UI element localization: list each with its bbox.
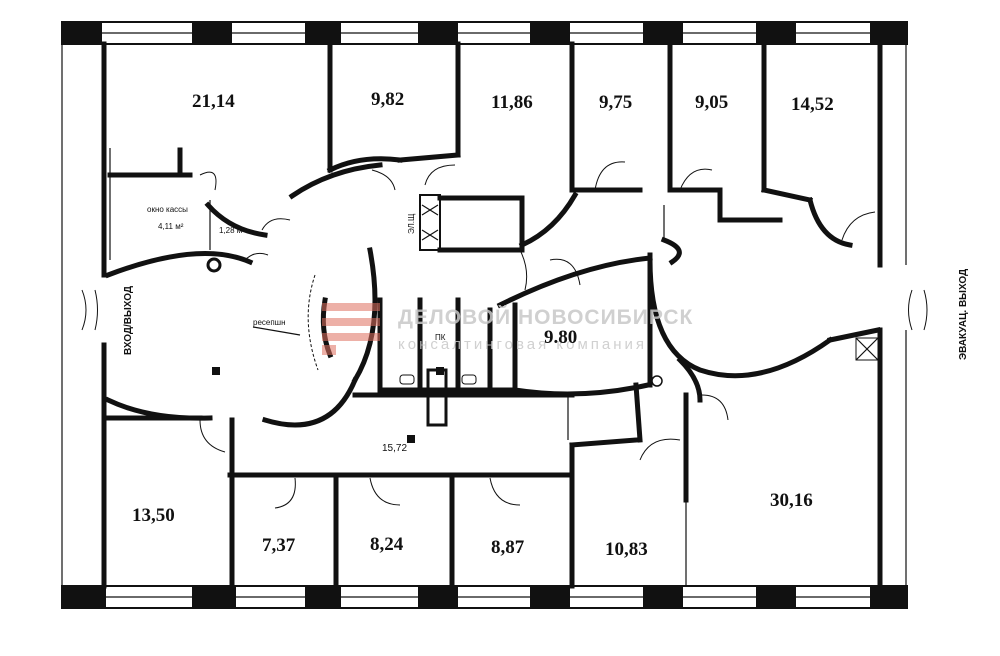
room-area-8: 15,72: [382, 443, 407, 454]
annotations: окно кассы 4,11 м² 1,28 м² ресепшн ПК ЭЛ…: [123, 205, 969, 360]
room-area-7: 9.80: [544, 327, 577, 348]
watermark-line1: ДЕЛОВОЙ НОВОСИБИРСК: [398, 305, 693, 329]
room-area-11: 8,24: [370, 534, 404, 555]
room-area-5: 9,05: [695, 92, 728, 113]
room-area-9: 13,50: [132, 505, 175, 526]
watermark: ДЕЛОВОЙ НОВОСИБИРСК консалтинговая компа…: [322, 303, 693, 355]
pk-label: ПК: [435, 333, 446, 342]
room-area-13: 10,83: [605, 539, 648, 560]
room-area-10: 7,37: [262, 535, 296, 556]
room-area-4: 9,75: [599, 92, 632, 113]
room-area-1: 21,14: [192, 91, 235, 112]
cash-window-label: окно кассы: [147, 205, 188, 214]
room-area-14: 30,16: [770, 490, 813, 511]
watermark-line2: консалтинговая компания: [398, 336, 647, 353]
room-area-2: 9,82: [371, 89, 404, 110]
fixtures: [206, 257, 879, 443]
area-a-label: 4,11 м²: [158, 222, 184, 231]
room-areas: 21,14 9,82 11,86 9,75 9,05 14,52 9.80 15…: [132, 89, 834, 560]
area-b-label: 1,28 м²: [219, 226, 245, 235]
entrance-label: ВХОД/ВЫХОД: [123, 286, 134, 355]
panel-label: ЭЛ.Щ: [407, 213, 416, 234]
room-area-12: 8,87: [491, 537, 525, 558]
reception-label: ресепшн: [253, 318, 286, 327]
room-area-6: 14,52: [791, 94, 834, 115]
room-area-3: 11,86: [491, 92, 533, 113]
interior-walls: [101, 41, 881, 589]
evac-exit-label: ЭВАКУАЦ. ВЫХОД: [958, 269, 969, 360]
outer-walls: [61, 21, 908, 609]
doors: [81, 161, 928, 509]
watermark-logo-icon: [322, 303, 380, 355]
